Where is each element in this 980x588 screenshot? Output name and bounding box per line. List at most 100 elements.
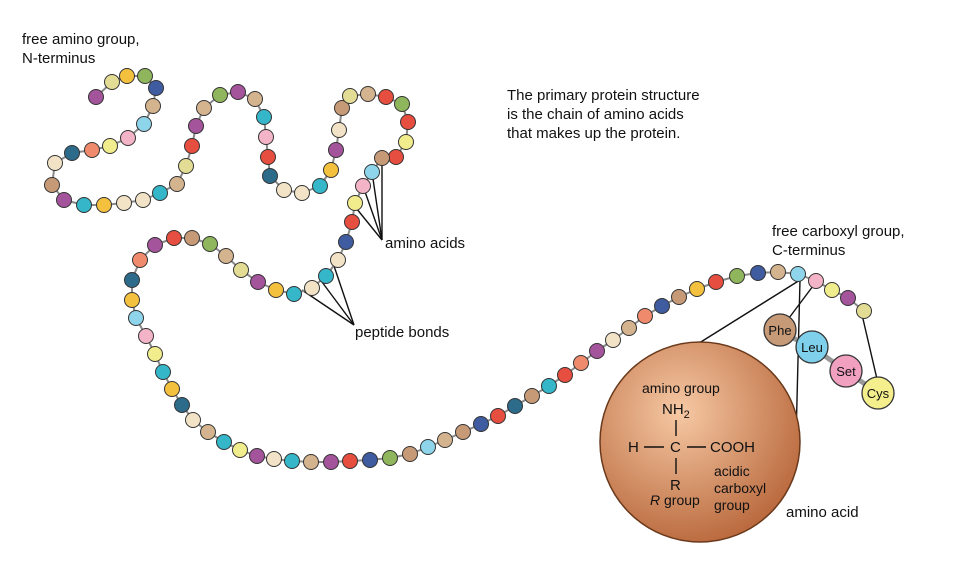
amino-acid-bead: [155, 364, 171, 380]
amino-acid-pointer-3: [371, 171, 383, 241]
amino-acid-bead: [174, 397, 190, 413]
amino-acid-bead: [388, 149, 404, 165]
cooh-label: COOH: [710, 439, 755, 456]
amino-acid-bead: [216, 434, 232, 450]
amino-acid-bead: [250, 274, 266, 290]
amino-acid-bead: [342, 88, 358, 104]
amino-acid-bead: [294, 185, 310, 201]
caption-line2: is the chain of amino acids: [507, 106, 684, 123]
amino-acid-bead: [196, 100, 212, 116]
amino-acid-bead: [119, 68, 135, 84]
amino-acid-bead: [64, 145, 80, 161]
amino-acid-bead: [120, 130, 136, 146]
residue-phe-label: Phe: [768, 323, 791, 338]
amino-acid-bead: [355, 178, 371, 194]
amino-acid-bead: [364, 164, 380, 180]
caption-line3: that makes up the protein.: [507, 125, 680, 142]
amino-acid-bead: [44, 177, 60, 193]
amino-acid-bead: [212, 87, 228, 103]
amino-acid-bead: [400, 114, 416, 130]
amino-acid-bead: [790, 266, 806, 282]
amino-acid-bead: [104, 74, 120, 90]
amino-acid-bead: [344, 214, 360, 230]
amino-acid-bead: [124, 292, 140, 308]
amino-acid-bead: [147, 346, 163, 362]
amino-group-label: amino group: [642, 380, 720, 396]
amino-acid-bead: [378, 89, 394, 105]
amino-acid-bead: [808, 273, 824, 289]
amino-acid-bead: [230, 84, 246, 100]
amino-acid-bead: [304, 280, 320, 296]
amino-acid-bead: [557, 367, 573, 383]
carboxyl-line3: group: [714, 497, 750, 513]
amino-acid-bead: [132, 252, 148, 268]
zoom-line-right: [795, 279, 801, 441]
amino-acid-label: amino acid: [786, 504, 859, 521]
amino-acid-bead: [218, 248, 234, 264]
amino-acid-bead: [136, 116, 152, 132]
amino-acid-bead: [323, 454, 339, 470]
amino-acid-bead: [398, 134, 414, 150]
amino-acid-bead: [164, 381, 180, 397]
amino-acid-bead: [318, 268, 334, 284]
amino-acid-bead: [708, 274, 724, 290]
residue-set-label: Set: [836, 364, 856, 379]
n-terminus-label-line1: free amino group,: [22, 31, 140, 48]
amino-acid-bead: [96, 197, 112, 213]
carboxyl-line2: carboxyl: [714, 480, 766, 496]
amino-acid-bead: [266, 451, 282, 467]
amino-acid-bead: [276, 182, 292, 198]
amino-acid-bead: [178, 158, 194, 174]
amino-acid-bead: [382, 450, 398, 466]
amino-acid-bead: [473, 416, 489, 432]
amino-acid-bead: [188, 118, 204, 134]
amino-acid-bead: [262, 168, 278, 184]
amino-acid-bead: [303, 454, 319, 470]
h-label: H: [628, 439, 639, 456]
residue-cys-bead: [861, 376, 895, 410]
amino-acid-bead: [770, 264, 786, 280]
amino-acid-bead: [360, 86, 376, 102]
amino-acid-bead: [312, 178, 328, 194]
amino-acid-bead: [202, 236, 218, 252]
amino-acid-bead: [249, 448, 265, 464]
amino-acid-bead: [47, 155, 63, 171]
c-terminus-label-line2: C-terminus: [772, 242, 845, 259]
peptide-bonds-label: peptide bonds: [355, 324, 449, 341]
amino-acid-bead: [490, 408, 506, 424]
amino-acid-bead: [200, 424, 216, 440]
amino-acid-bead: [116, 195, 132, 211]
amino-acid-bead: [184, 138, 200, 154]
amino-acid-sphere: amino group NH2 H C COOH R R group acidi…: [599, 341, 801, 543]
amino-acid-bead: [152, 185, 168, 201]
amino-acid-bead: [88, 89, 104, 105]
amino-acid-bead: [128, 310, 144, 326]
amino-acid-chain: [44, 68, 872, 470]
amino-acid-bead: [256, 109, 272, 125]
peptide-bond-pointer-2: [321, 281, 355, 326]
amino-acid-bead: [232, 442, 248, 458]
amino-acid-bead: [750, 265, 766, 281]
amino-acid-bead: [637, 308, 653, 324]
caption-line1: The primary protein structure: [507, 87, 700, 104]
amino-acid-bead: [621, 320, 637, 336]
peptide-bond-pointer-3: [333, 265, 355, 326]
amino-acid-bead: [605, 332, 621, 348]
sphere-body: [599, 341, 801, 543]
amino-acid-bead: [137, 68, 153, 84]
pointer-lines: [301, 158, 881, 441]
amino-acid-bead: [330, 252, 346, 268]
amino-acid-bead: [84, 142, 100, 158]
amino-acid-bead: [541, 378, 557, 394]
amino-acid-bead: [169, 176, 185, 192]
amino-acid-bead: [185, 412, 201, 428]
amino-acid-bead: [260, 149, 276, 165]
residue-cys-label: Cys: [867, 386, 890, 401]
amino-acid-bead: [56, 192, 72, 208]
amino-acid-bead: [138, 328, 154, 344]
nh2-label: NH2: [662, 401, 690, 421]
amino-acid-bead: [148, 80, 164, 96]
amino-acid-bead: [147, 237, 163, 253]
amino-acid-bead: [268, 282, 284, 298]
